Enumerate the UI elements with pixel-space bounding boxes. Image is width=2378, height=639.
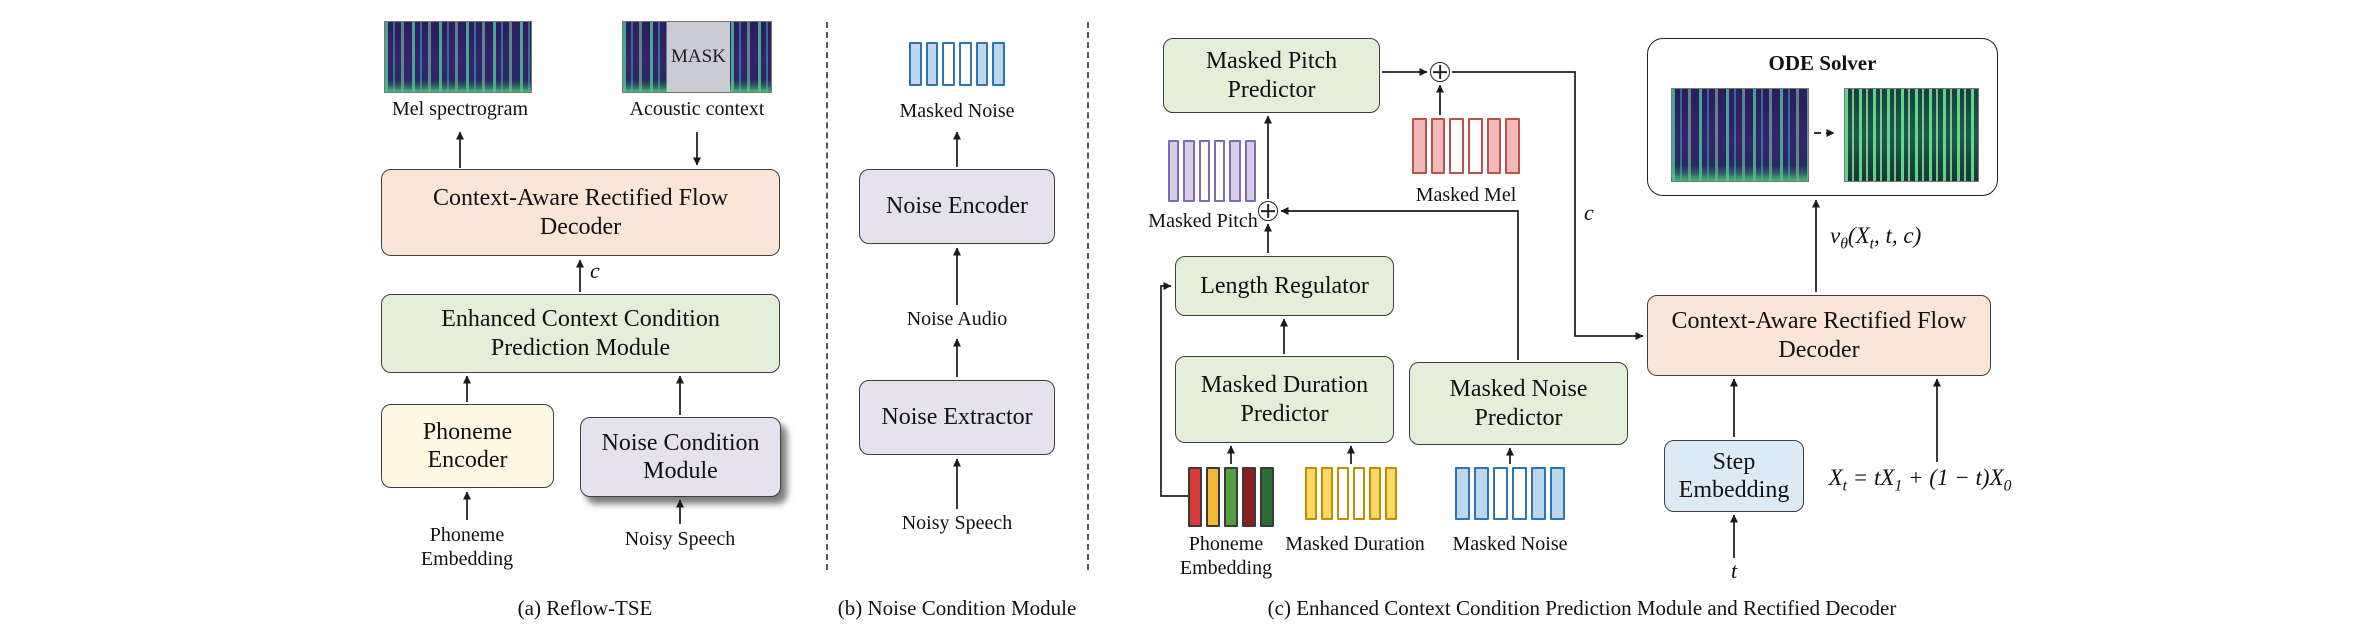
masked-pitch-label: Masked Pitch	[1148, 210, 1258, 232]
token-bar	[1550, 467, 1565, 520]
token-bar	[1260, 467, 1274, 527]
phoneme-encoder-box: Phoneme Encoder	[381, 404, 554, 488]
masked-duration-label: Masked Duration	[1285, 533, 1425, 555]
ode-solver-title: ODE Solver	[1768, 51, 1877, 75]
c-label-a: c	[590, 258, 600, 283]
rectified-flow-decoder-box-a: Context-Aware Rectified Flow Decoder	[381, 169, 780, 256]
token-bar	[942, 42, 956, 86]
token-bar	[1198, 140, 1210, 202]
token-bar	[1468, 118, 1483, 174]
mel-spectrogram-image	[384, 21, 532, 93]
interp-p1: X	[1828, 465, 1843, 490]
phoneme-embedding-tokens	[1188, 467, 1274, 527]
caption-a: (a) Reflow-TSE	[517, 596, 653, 620]
masked-duration-predictor-box: Masked Duration Predictor	[1175, 356, 1394, 443]
token-bar	[1168, 140, 1180, 202]
token-bar	[1224, 467, 1238, 527]
masked-mel-tokens	[1412, 118, 1521, 174]
ode-solver-box: ODE Solver	[1647, 38, 1998, 196]
token-bar	[1512, 467, 1527, 520]
interp-p2: = tX	[1847, 465, 1895, 490]
length-regulator-box: Length Regulator	[1175, 256, 1394, 316]
token-bar	[1474, 467, 1489, 520]
velocity-base: v	[1830, 223, 1841, 248]
token-bar	[1353, 467, 1365, 520]
token-bar	[975, 42, 989, 86]
mask-label: MASK	[671, 46, 726, 67]
token-bar	[1242, 467, 1256, 527]
interp-s3: 0	[2003, 477, 2012, 495]
sum-node-top	[1430, 62, 1450, 82]
masked-noise-tokens-c	[1455, 467, 1565, 520]
noisy-speech-label-a: Noisy Speech	[624, 528, 736, 550]
caption-c: (c) Enhanced Context Condition Predictio…	[1267, 596, 1897, 620]
noise-condition-module-box-a: Noise Condition Module	[580, 417, 781, 497]
token-bar	[1183, 140, 1195, 202]
velocity-args-sub: t	[1869, 235, 1874, 253]
token-bar	[1206, 467, 1220, 527]
token-bar	[959, 42, 972, 86]
token-bar	[992, 42, 1006, 86]
token-bar	[1337, 467, 1349, 520]
acoustic-context-label: Acoustic context	[629, 98, 765, 120]
step-embedding-box: Step Embedding	[1664, 440, 1804, 512]
masked-pitch-predictor-box: Masked Pitch Predictor	[1163, 38, 1380, 113]
panel-divider-left	[826, 22, 828, 570]
interp-s1: t	[1842, 477, 1847, 495]
interp-s2: 1	[1894, 477, 1903, 495]
noisy-speech-label-b: Noisy Speech	[901, 512, 1013, 534]
token-bar	[1321, 467, 1333, 520]
token-bar	[1430, 118, 1446, 174]
velocity-sub: θ	[1840, 235, 1848, 253]
token-bar	[1531, 467, 1546, 520]
interpolation-formula: Xt = tX1 + (1 − t)X0	[1829, 466, 2012, 494]
token-bar	[909, 42, 922, 86]
masked-noise-label-c: Masked Noise	[1452, 533, 1568, 555]
token-bar	[1493, 467, 1508, 520]
token-bar	[1455, 467, 1470, 520]
token-bar	[1505, 118, 1521, 174]
ode-input-spectrogram	[1671, 88, 1809, 182]
token-bar	[1305, 467, 1317, 520]
velocity-formula: vθ(Xt, t, c)	[1830, 224, 1921, 252]
token-bar	[1385, 467, 1397, 520]
token-bar	[1229, 140, 1241, 202]
ode-output-spectrogram	[1844, 88, 1979, 182]
eccpm-box-a: Enhanced Context Condition Prediction Mo…	[381, 294, 780, 373]
token-bar	[1486, 118, 1502, 174]
c-label-c: c	[1584, 200, 1594, 225]
phoneme-embedding-label-a: Phoneme Embedding	[420, 524, 514, 570]
token-bar	[1449, 118, 1465, 174]
token-bar	[1188, 467, 1202, 527]
interp-p3: + (1 − t)X	[1902, 465, 2004, 490]
panel-divider-right	[1087, 22, 1089, 570]
token-bar	[1213, 140, 1226, 202]
caption-b: (b) Noise Condition Module	[837, 596, 1077, 620]
masked-mel-label: Masked Mel	[1415, 184, 1517, 206]
mel-spectrogram-label: Mel spectrogram	[391, 98, 529, 120]
phoneme-embedding-label-c: Phoneme Embedding	[1179, 533, 1273, 579]
token-bar	[1412, 118, 1427, 174]
acoustic-context-image: MASK	[622, 21, 772, 93]
noise-audio-label: Noise Audio	[906, 308, 1008, 330]
t-label: t	[1730, 558, 1738, 583]
masked-noise-predictor-box: Masked Noise Predictor	[1409, 362, 1628, 445]
noise-encoder-box: Noise Encoder	[859, 169, 1055, 244]
token-bar	[925, 42, 939, 86]
velocity-args-pre: (X	[1847, 223, 1870, 248]
mask-region: MASK	[667, 22, 730, 92]
token-bar	[1244, 140, 1256, 202]
masked-noise-tokens-b	[909, 42, 1006, 86]
velocity-args-post: , t, c)	[1873, 223, 1922, 248]
noise-extractor-box: Noise Extractor	[859, 380, 1055, 455]
masked-pitch-tokens	[1168, 140, 1256, 202]
sum-node-low	[1258, 201, 1278, 221]
masked-duration-tokens	[1305, 467, 1397, 520]
token-bar	[1369, 467, 1381, 520]
rectified-flow-decoder-box-c: Context-Aware Rectified Flow Decoder	[1647, 295, 1991, 376]
masked-noise-label-b: Masked Noise	[899, 100, 1015, 122]
